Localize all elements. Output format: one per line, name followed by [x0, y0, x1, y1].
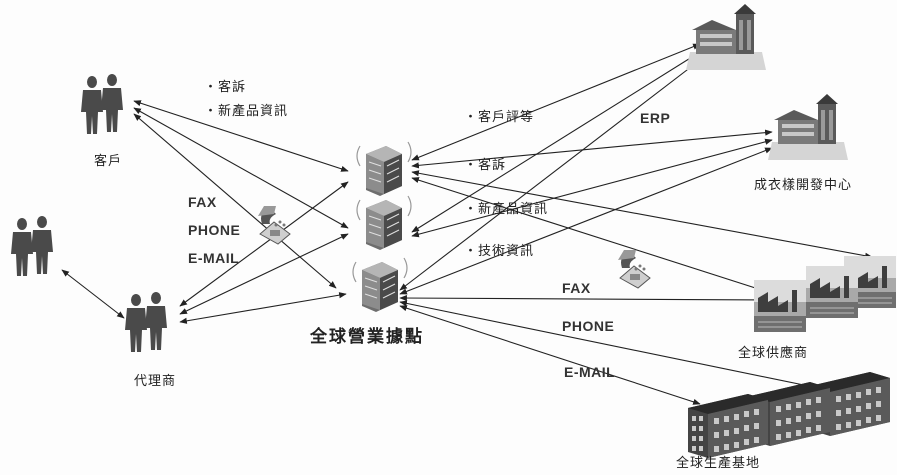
channel-phone-left: PHONE — [188, 222, 240, 238]
center-note-new-product: ・新產品資訊 — [464, 198, 548, 217]
link-agent-sales-bottom — [180, 294, 346, 322]
channel-erp: ERP — [640, 110, 670, 126]
channel-fax-right: FAX — [562, 280, 591, 296]
link-agent-group — [62, 270, 124, 318]
center-note-tech: ・技術資訊 — [464, 240, 534, 259]
link-supplier-sales-2 — [412, 178, 768, 292]
office-building-icon — [357, 142, 411, 196]
center-note-complaint: ・客訴 — [464, 154, 506, 173]
supplier-icon — [806, 266, 858, 318]
customer-label: 客戶 — [94, 150, 122, 169]
office-building-icon — [353, 258, 407, 312]
channel-fax-left: FAX — [188, 194, 217, 210]
global-sales-label: 全球營業據點 — [310, 322, 424, 347]
channel-email-left: E-MAIL — [188, 250, 239, 266]
center-note-rating: ・客戶評等 — [464, 106, 534, 125]
channel-phone-right: PHONE — [562, 318, 614, 334]
people-icon — [11, 216, 53, 276]
supplier-icon — [754, 280, 806, 332]
office-building-icon — [357, 196, 411, 250]
telephone-icon — [618, 250, 650, 288]
link-factory-sales-2 — [400, 306, 700, 404]
agent-label: 代理商 — [134, 370, 176, 389]
link-supplier-sales-3 — [400, 298, 768, 300]
people-icon — [125, 292, 167, 352]
link-customer-sales-mid — [134, 108, 348, 228]
customer-note-new-product: ・新產品資訊 — [204, 100, 288, 119]
headquarters-icon — [686, 4, 766, 70]
design-center-label: 成衣樣開發中心 — [754, 174, 852, 193]
link-design-sales-3 — [400, 148, 772, 294]
people-icon — [81, 74, 123, 134]
global-supplier-label: 全球供應商 — [738, 342, 808, 361]
customer-note-complaint: ・客訴 — [204, 76, 246, 95]
channel-email-right: E-MAIL — [564, 364, 615, 380]
link-hq-sales-2 — [412, 52, 700, 232]
global-production-label: 全球生產基地 — [676, 452, 760, 471]
headquarters-icon — [768, 94, 848, 160]
link-agent-sales-mid — [180, 234, 348, 314]
